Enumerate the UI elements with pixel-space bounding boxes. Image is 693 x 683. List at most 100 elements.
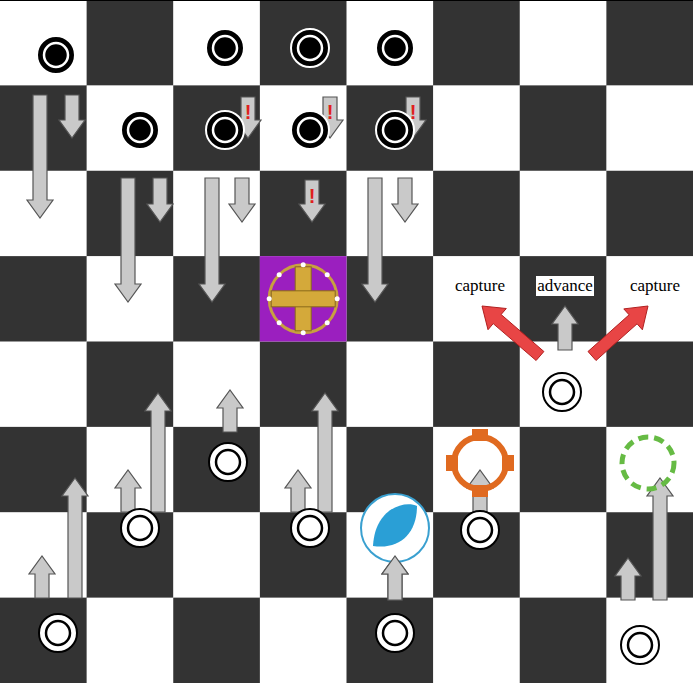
board-square <box>606 0 693 86</box>
black-pawn <box>376 29 414 67</box>
board-square <box>347 171 434 257</box>
cross-dot <box>325 272 330 277</box>
board-square <box>433 427 520 513</box>
black-pawn-ring <box>213 118 237 142</box>
board-square <box>173 598 260 683</box>
white-pawn <box>39 614 77 652</box>
board-square <box>0 598 87 683</box>
white-pawn-ring <box>298 516 322 540</box>
white-pawn <box>291 509 329 547</box>
board-square <box>0 342 87 428</box>
capture-arrow <box>482 306 544 361</box>
leaf-shape <box>373 504 417 546</box>
move-arrow <box>392 178 418 222</box>
white-pawn-ring <box>628 633 652 657</box>
board-square <box>433 0 520 86</box>
move-label: capture <box>629 276 681 296</box>
white-pawn <box>621 626 659 664</box>
white-pawn-ring <box>128 516 152 540</box>
board-square <box>0 0 87 86</box>
cross-dot <box>277 272 282 277</box>
move-arrow <box>62 478 88 598</box>
cross-dot <box>267 296 272 301</box>
board-square <box>260 512 347 598</box>
black-pawn-ring <box>298 36 322 60</box>
cross-dot <box>301 262 306 267</box>
move-arrow <box>115 470 141 512</box>
move-arrow <box>467 470 493 512</box>
black-pawn-ring <box>298 118 322 142</box>
ring-block <box>502 455 514 471</box>
move-arrow <box>27 95 53 218</box>
cross-dot <box>325 320 330 325</box>
move-arrow <box>229 178 255 222</box>
black-pawn-ring <box>383 118 407 142</box>
warning-mark: ! <box>245 101 252 123</box>
black-pawn-ring <box>44 43 68 67</box>
ring-piece <box>454 437 506 489</box>
move-arrow <box>199 178 225 302</box>
white-pawn <box>543 373 581 411</box>
leaf-piece <box>361 494 429 562</box>
special-square <box>260 256 347 341</box>
board-square <box>433 171 520 257</box>
board-square <box>520 85 607 171</box>
cross-bar <box>271 291 335 307</box>
board-square <box>260 0 347 86</box>
board-square <box>347 342 434 428</box>
move-arrow <box>647 478 673 600</box>
capture-arrow <box>588 306 648 361</box>
board-square <box>606 427 693 513</box>
board-square <box>433 512 520 598</box>
board-square <box>606 512 693 598</box>
black-pawn <box>291 111 329 149</box>
move-arrow <box>382 556 408 600</box>
move-arrow <box>285 470 311 512</box>
cross-dot <box>277 320 282 325</box>
board-square <box>173 0 260 86</box>
board-square <box>260 342 347 428</box>
move-arrow <box>362 178 388 302</box>
cross-dot <box>335 296 340 301</box>
black-pawn <box>376 111 414 149</box>
move-arrow <box>147 178 173 222</box>
board-square <box>173 427 260 513</box>
ring-block <box>472 485 488 497</box>
board-square <box>433 85 520 171</box>
board-square <box>347 256 434 342</box>
black-pawn <box>121 111 159 149</box>
move-label: capture <box>454 276 506 296</box>
board-square <box>87 85 174 171</box>
warning-mark: ! <box>327 101 334 123</box>
white-pawn <box>121 509 159 547</box>
board-square <box>520 427 607 513</box>
black-pawn-ring <box>383 36 407 60</box>
board-square <box>606 85 693 171</box>
board-square <box>433 598 520 683</box>
warning-mark: ! <box>309 185 316 207</box>
board-square <box>173 85 260 171</box>
warning-mark: ! <box>410 101 417 123</box>
board-square <box>0 256 87 342</box>
move-arrow <box>299 180 325 222</box>
cross-dot <box>301 330 306 335</box>
board-square <box>173 512 260 598</box>
board-square <box>260 427 347 513</box>
black-pawn <box>206 111 244 149</box>
board-square <box>606 171 693 257</box>
white-pawn-ring <box>468 518 492 542</box>
board-square <box>520 512 607 598</box>
move-arrow <box>312 393 338 512</box>
move-arrow <box>217 390 243 432</box>
board-square <box>520 171 607 257</box>
board-square <box>433 342 520 428</box>
board-square <box>606 598 693 683</box>
board-square <box>520 598 607 683</box>
board-square <box>260 85 347 171</box>
move-arrow <box>615 558 641 600</box>
board-square <box>173 342 260 428</box>
white-pawn <box>376 614 414 652</box>
board-square <box>87 598 174 683</box>
ring-block <box>472 429 488 441</box>
board-square <box>87 512 174 598</box>
